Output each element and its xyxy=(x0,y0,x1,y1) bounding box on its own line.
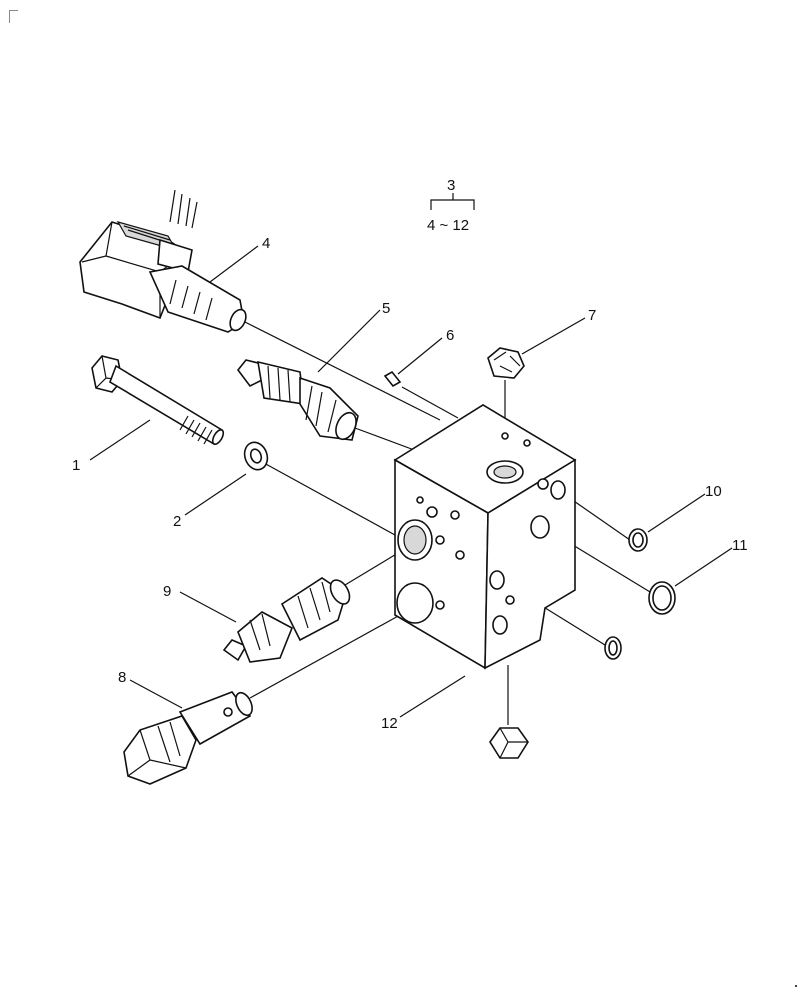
bottom-plug xyxy=(489,727,529,759)
callout-leaders xyxy=(89,245,733,718)
part-2-washer xyxy=(243,441,269,471)
part-7-plug xyxy=(487,347,525,379)
callout-11: 11 xyxy=(732,537,748,554)
callout-labels: 1 2 4 5 6 7 8 9 10 11 12 xyxy=(72,235,748,732)
callout-9: 9 xyxy=(163,583,171,600)
corner-mark xyxy=(9,10,18,23)
part-6-pin xyxy=(383,370,402,388)
callout-12: 12 xyxy=(381,715,398,732)
callout-2: 2 xyxy=(173,513,181,530)
part-4-solenoid xyxy=(79,189,247,333)
loose-oring xyxy=(604,636,622,660)
callout-8: 8 xyxy=(118,669,126,686)
part-11-oring xyxy=(648,581,676,615)
callout-4: 4 xyxy=(262,235,270,252)
callout-6: 6 xyxy=(446,327,454,344)
callout-3: 3 xyxy=(447,177,455,194)
part-5-cartridge xyxy=(236,359,359,441)
callout-7: 7 xyxy=(588,307,596,324)
callout-10: 10 xyxy=(705,483,722,500)
part-8-valve xyxy=(123,691,253,785)
callout-1: 1 xyxy=(72,457,80,474)
part-12-block xyxy=(393,404,577,670)
part-10-oring xyxy=(628,528,648,552)
group-bracket: 3 4 ~ 12 xyxy=(427,177,475,234)
part-1-bolt xyxy=(91,355,225,446)
callout-5: 5 xyxy=(382,300,390,317)
page-dot xyxy=(795,985,797,987)
part-9-cartridge xyxy=(222,577,351,663)
group-range-label: 4 ~ 12 xyxy=(427,217,469,234)
